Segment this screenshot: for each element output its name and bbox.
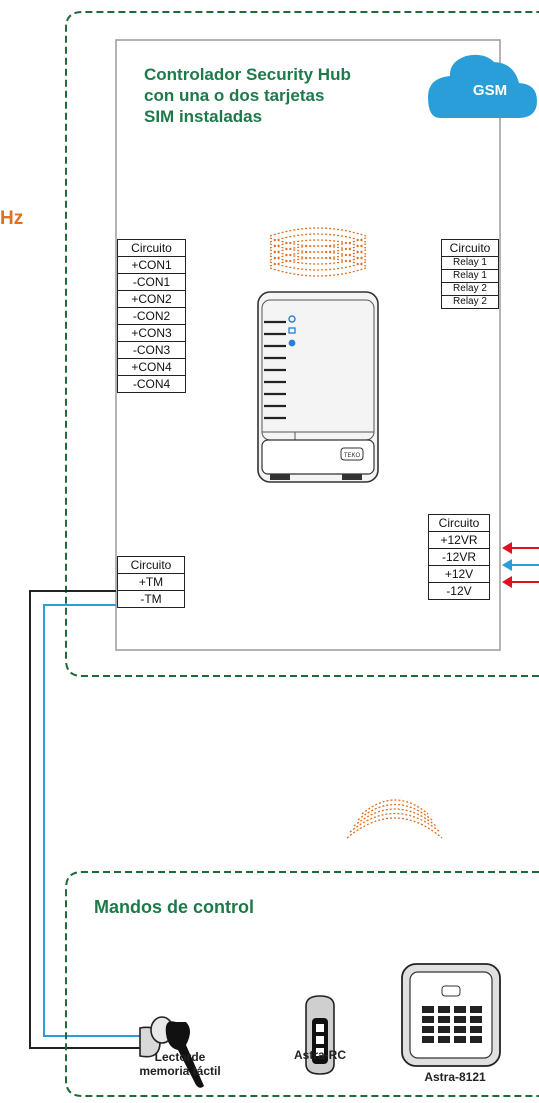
- terminal-12v-positive: +12V: [428, 565, 490, 583]
- terminal-12v-negative: -12V: [428, 582, 490, 600]
- hub-title-line: SIM instaladas: [144, 107, 263, 126]
- hub-zone-border: [65, 11, 539, 677]
- wire-tm-positive: [29, 590, 140, 1049]
- terminal-con1-positive: +CON1: [117, 256, 186, 274]
- terminal-relay-1: Relay 1: [441, 256, 499, 270]
- hub-title-line: Controlador Security Hub: [144, 65, 351, 84]
- hub-title: Controlador Security Hub con una o dos t…: [144, 64, 414, 127]
- hub-title-line: con una o dos tarjetas: [144, 86, 325, 105]
- device-brand-logo: TEKO: [344, 453, 361, 459]
- relay-terminal-block: Circuito Relay 1 Relay 1 Relay 2 Relay 2: [441, 239, 499, 309]
- terminal-relay-2: Relay 2: [441, 282, 499, 296]
- inputs-terminal-block: Circuito +CON1 -CON1 +CON2 -CON2 +CON3 -…: [117, 239, 186, 393]
- device-label-line: memoria táctil: [139, 1064, 221, 1078]
- terminal-header: Circuito: [117, 556, 185, 574]
- terminal-12vr-positive: +12VR: [428, 531, 490, 549]
- terminal-con1-negative: -CON1: [117, 273, 186, 291]
- astra-8121-label: Astra-8121: [400, 1070, 510, 1084]
- wire-tm-negative: [43, 604, 140, 1037]
- power-terminal-block: Circuito +12VR -12VR +12V -12V: [428, 514, 490, 600]
- controls-zone-border: [65, 871, 539, 1097]
- power-input-arrows: [502, 542, 539, 588]
- touch-memory-reader-label: Lectorde memoria táctil: [95, 1050, 265, 1078]
- terminal-con2-negative: -CON2: [117, 307, 186, 325]
- terminal-con4-positive: +CON4: [117, 358, 186, 376]
- device-label-line: Lectorde: [154, 1050, 206, 1064]
- tm-terminal-block: Circuito +TM -TM: [117, 556, 185, 608]
- wireless-signal-icon: [269, 227, 367, 277]
- device-label-line: Astra-8121: [424, 1070, 486, 1084]
- terminal-tm-negative: -TM: [117, 590, 185, 608]
- terminal-con2-positive: +CON2: [117, 290, 186, 308]
- security-hub-device-icon: [257, 291, 379, 483]
- terminal-con3-negative: -CON3: [117, 341, 186, 359]
- touch-memory-reader-icon: [139, 1016, 204, 1088]
- gsm-cloud-icon: [428, 54, 537, 118]
- terminal-header: Circuito: [428, 514, 490, 532]
- terminal-header: Circuito: [441, 239, 499, 257]
- gsm-label: GSM: [472, 82, 508, 99]
- terminal-12vr-negative: -12VR: [428, 548, 490, 566]
- astra-rc-remote-icon: [305, 995, 335, 1075]
- terminal-relay-1: Relay 1: [441, 269, 499, 283]
- terminal-con3-positive: +CON3: [117, 324, 186, 342]
- terminal-header: Circuito: [117, 239, 186, 257]
- astra-rc-label: Astra-RC: [270, 1048, 370, 1062]
- terminal-tm-positive: +TM: [117, 573, 185, 591]
- controls-title: Mandos de control: [94, 897, 255, 917]
- terminal-con4-negative: -CON4: [117, 375, 186, 393]
- device-label-line: Astra-RC: [293, 1048, 346, 1062]
- terminal-relay-2: Relay 2: [441, 295, 499, 309]
- wireless-arcs-icon: [346, 799, 443, 839]
- frequency-label: Hz: [0, 208, 24, 229]
- astra-8121-keypad-icon: [401, 963, 501, 1067]
